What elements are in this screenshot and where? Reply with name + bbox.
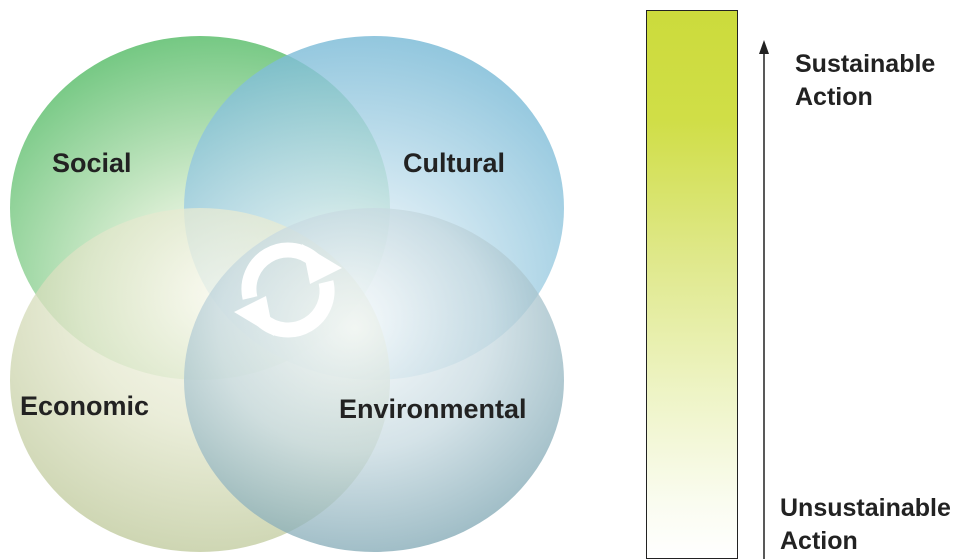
unsustainable-label-line1: Unsustainable [780, 494, 951, 522]
circle-environmental [184, 208, 564, 552]
arrow-up-icon [759, 40, 769, 559]
environmental-label: Environmental [339, 394, 527, 424]
refresh-icon [234, 242, 342, 338]
unsustainable-label-line2: Action [780, 527, 858, 555]
sustainability-gradient-bar [646, 10, 738, 559]
venn-diagram [10, 36, 564, 552]
sustainable-action-label: Sustainable Action [795, 48, 975, 114]
social-label: Social [52, 148, 132, 178]
cultural-label: Cultural [403, 148, 506, 178]
economic-label: Economic [20, 391, 150, 421]
sustainable-label-line1: Sustainable [795, 50, 936, 78]
sustainable-label-line2: Action [795, 83, 873, 111]
unsustainable-action-label: Unsustainable Action [780, 492, 980, 558]
